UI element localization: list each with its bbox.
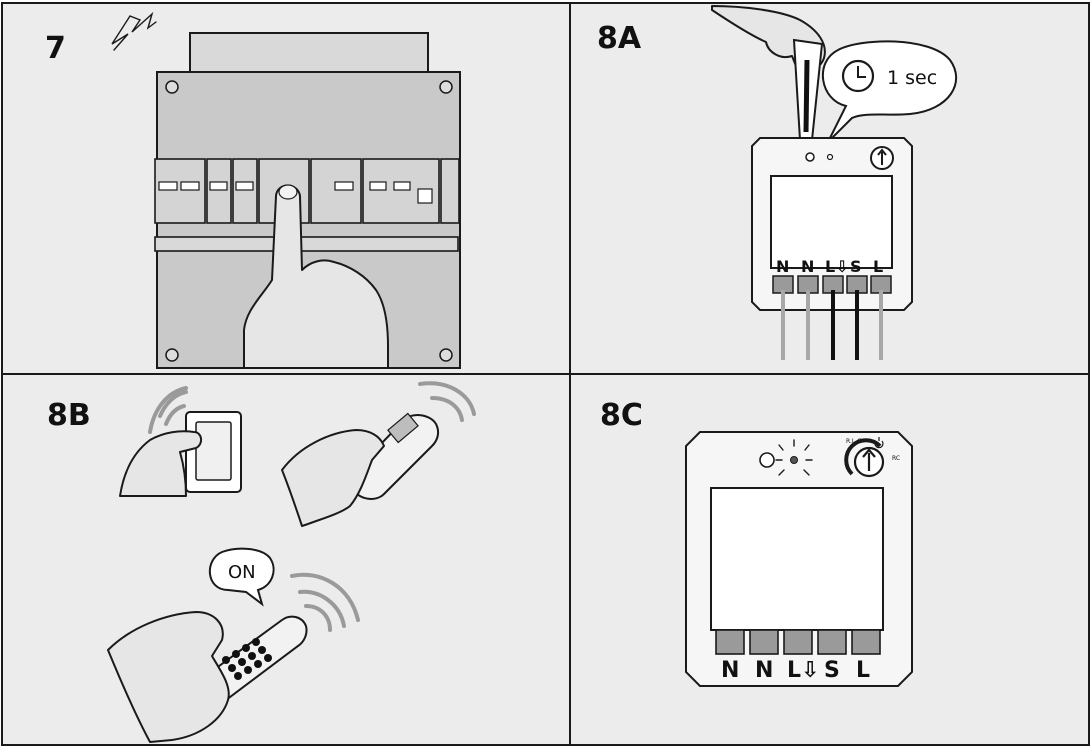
dial-label-right: RC [892, 455, 900, 462]
terminal-label: N [755, 658, 773, 683]
step-label-8b: 8B [47, 398, 91, 433]
module-window-8a [770, 175, 893, 269]
panel-8c-illustration: R.L.C RC N N L⇩ S L [685, 431, 913, 687]
timer-text: 1 sec [887, 67, 937, 89]
hand-holding-remote [107, 611, 230, 743]
hand-pressing-switch [119, 430, 202, 497]
signal-waves [148, 386, 188, 434]
module-window-8c [710, 487, 884, 631]
step-label-8c: 8C [600, 398, 643, 433]
terminal-label: N [776, 257, 789, 276]
terminal-label: L [873, 257, 883, 276]
screw-icon [165, 348, 179, 362]
screw-icon [439, 80, 453, 94]
dial-label-top: R.L.C [846, 438, 861, 445]
signal-waves [418, 381, 476, 422]
terminal-block [783, 629, 813, 655]
panel-8b-illustration: ON [107, 381, 476, 743]
screw-icon [165, 80, 179, 94]
terminal-label: N [801, 257, 814, 276]
terminal-block [749, 629, 779, 655]
hand-holding-remote [281, 429, 385, 527]
panel-7-illustration [111, 11, 461, 369]
terminal-label: L⇩ [825, 257, 849, 276]
lightning-icon [111, 11, 157, 51]
terminal-block [817, 629, 847, 655]
dial-8c [844, 438, 885, 478]
led-indicator [826, 153, 834, 161]
terminal-label: S [850, 257, 862, 276]
dial-8a [870, 146, 894, 170]
signal-waves [290, 572, 360, 632]
din-rail [154, 236, 459, 252]
terminal-label: L⇩ [787, 658, 819, 683]
terminal-label: S [824, 658, 840, 683]
button-hole [805, 152, 815, 162]
screw-icon [439, 348, 453, 362]
button-hole [759, 452, 775, 468]
led-blinking-indicator [775, 439, 813, 476]
terminal-label: L [856, 658, 870, 683]
step-label-8a: 8A [597, 21, 642, 56]
terminal-block [715, 629, 745, 655]
clock-icon [841, 59, 875, 93]
power-icon [874, 437, 884, 449]
panel-8b-bg [2, 374, 570, 745]
terminal-label: N [721, 658, 739, 683]
terminal-block [851, 629, 881, 655]
remote-buttons [222, 638, 272, 680]
on-bubble [208, 547, 275, 607]
breaker-box-top [189, 32, 429, 74]
on-bubble-text: ON [228, 562, 256, 583]
panel-8a-illustration: 1 sec N N L⇩ S L [711, 5, 957, 360]
hand-pointing [243, 184, 389, 369]
step-label-7: 7 [45, 31, 66, 66]
